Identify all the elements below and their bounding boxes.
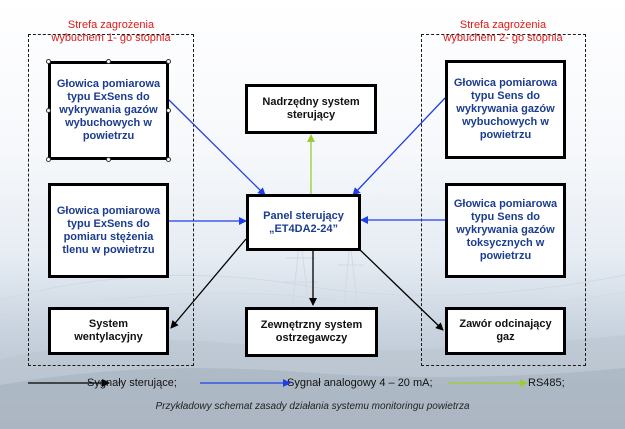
edge-panel-to-shutoff-valve <box>356 246 444 331</box>
selection-handle <box>106 59 111 64</box>
selection-handle <box>106 157 111 162</box>
zone-1-title: Strefa zagrożenia wybuchem 1- go stopnia <box>51 19 171 44</box>
node-control-panel: Panel sterujący „ET4DA2-24” <box>246 194 361 251</box>
selection-handle <box>166 59 171 64</box>
zone-1-boundary <box>28 34 194 366</box>
node-exsens-oxygen: Głowica pomiarowa typu ExSens do pomiaru… <box>48 183 169 278</box>
zone-2-title: Strefa zagrożenia wybuchem 2- go stopnia <box>443 19 563 44</box>
legend-label-control: Sygnały sterujące; <box>87 377 177 389</box>
node-supervisory-system: Nadrzędny system sterujący <box>245 84 377 134</box>
selection-handle <box>46 59 51 64</box>
selection-handle <box>166 108 171 113</box>
node-shutoff-valve: Zawór odcinający gaz <box>445 307 566 355</box>
edge-panel-to-ventilation <box>170 238 247 329</box>
selection-handle <box>46 108 51 113</box>
node-ventilation: System wentylacyjny <box>48 307 169 355</box>
zone-2-boundary <box>421 34 586 366</box>
node-external-alarm-system: Zewnętrzny system ostrzegawczy <box>245 307 378 357</box>
legend-label-rs485: RS485; <box>528 377 565 389</box>
legend-label-analog: Sygnał analogowy 4 – 20 mA; <box>287 377 433 389</box>
edge-sens-explosive-to-panel <box>352 97 446 196</box>
node-sens-explosive: Głowica pomiarowa typu Sens do wykrywani… <box>445 60 566 159</box>
selection-handle <box>166 157 171 162</box>
node-exsens-explosive: Głowica pomiarowa typu ExSens do wykrywa… <box>48 61 169 160</box>
selection-handle <box>46 157 51 162</box>
edge-exsens-explosive-to-panel <box>168 99 266 196</box>
figure-caption: Przykładowy schemat zasady działania sys… <box>155 401 470 412</box>
node-sens-toxic: Głowica pomiarowa typu Sens do wykrywani… <box>445 183 566 278</box>
